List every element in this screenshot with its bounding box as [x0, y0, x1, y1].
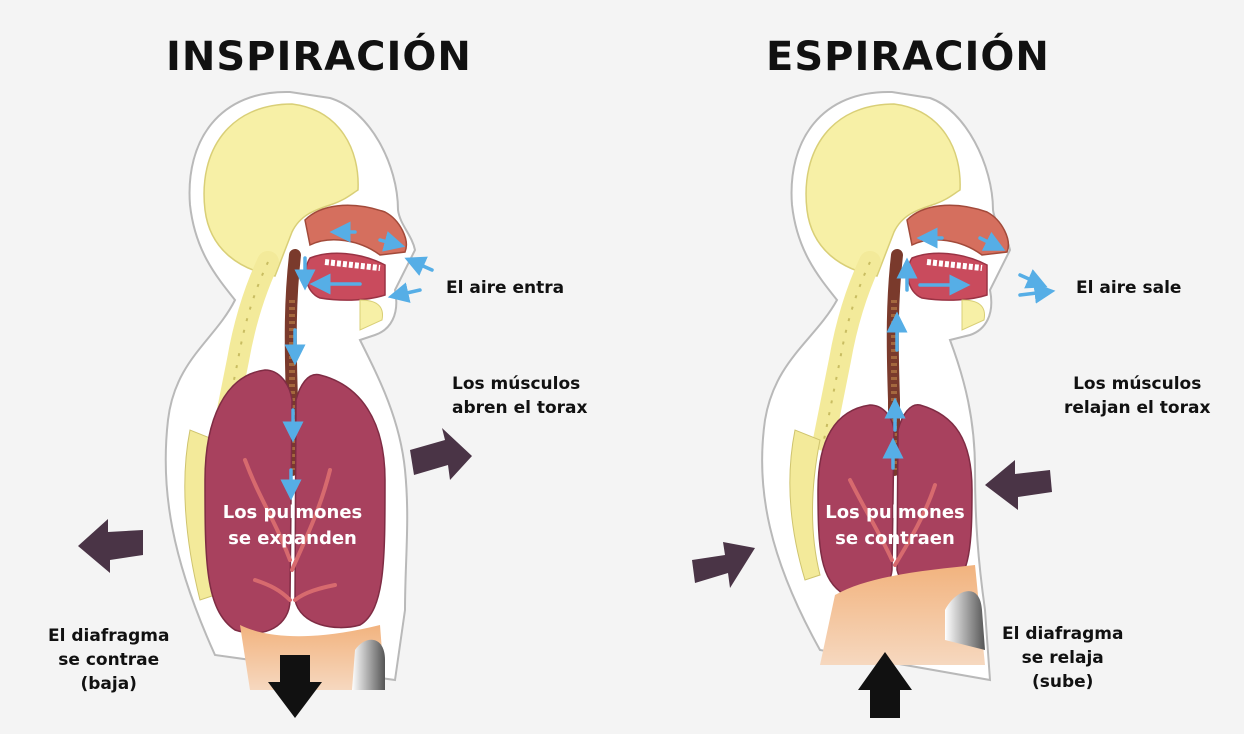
air-out-label: El aire sale [1076, 276, 1181, 300]
inspiration-title: INSPIRACIÓN [166, 34, 472, 80]
lungs-contract-label: Los pulmones se contraen [805, 500, 985, 552]
lungs-expand-label: Los pulmones se expanden [200, 500, 385, 552]
muscle-arrow-in-left [692, 542, 755, 588]
mouth [908, 253, 987, 300]
diaphragm-relaxes-label: El diafragma se relaja (sube) [1002, 622, 1123, 694]
mouth [306, 253, 385, 300]
muscle-arrow-in-right [985, 460, 1052, 510]
air-in-label: El aire entra [446, 276, 564, 300]
expiration-title: ESPIRACIÓN [766, 34, 1050, 80]
muscles-open-label: Los músculos abren el torax [452, 372, 587, 420]
diaphragm-contracts-label: El diafragma se contrae (baja) [48, 624, 169, 696]
muscle-arrow-out-right [410, 428, 472, 480]
muscle-arrow-out-left [78, 519, 143, 573]
expiration-figure [692, 92, 1052, 718]
muscles-relax-label: Los músculos relajan el torax [1064, 372, 1210, 420]
